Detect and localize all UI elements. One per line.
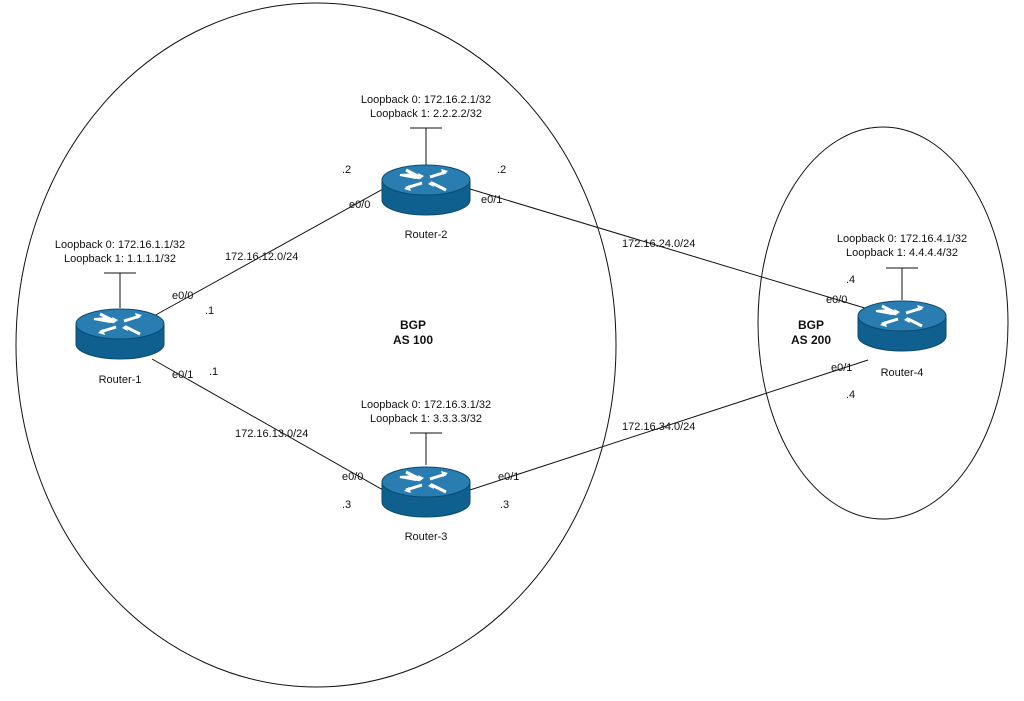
- router-2-loopback1: Loopback 1: 2.2.2.2/32: [370, 108, 482, 120]
- as-200-boundary: [757, 126, 1009, 520]
- router-2-e0-0-iface: e0/0: [349, 199, 371, 211]
- router-2-e0-1-host: .2: [497, 164, 507, 176]
- as-100-number: AS 100: [392, 333, 434, 347]
- router-1-loopbacks: Loopback 0: 172.16.1.1/32 Loopback 1: 1.…: [55, 238, 185, 266]
- router-3-e0-0-iface: e0/0: [342, 471, 364, 483]
- link-r2-r4: [469, 188, 869, 310]
- router-2-name: Router-2: [404, 229, 448, 241]
- router-4-name: Router-4: [880, 367, 924, 379]
- router-4-loopback0: Loopback 0: 172.16.4.1/32: [836, 233, 968, 245]
- router-4-e0-0-iface: e0/0: [826, 294, 848, 306]
- subnet-r2-r4: 172.16.24.0/24: [622, 238, 696, 250]
- router-3-loopbacks: Loopback 0: 172.16.3.1/32 Loopback 1: 3.…: [361, 398, 491, 426]
- subnet-r1-r2: 172.16.12.0/24: [225, 251, 299, 263]
- router-4-e0-1-iface: e0/1: [831, 362, 853, 374]
- router-2-e0-0-host: .2: [342, 164, 352, 176]
- router-4-e0-0-host: .4: [846, 274, 856, 286]
- router-4-e0-1-host: .4: [846, 389, 856, 401]
- router-4-icon[interactable]: [856, 299, 948, 353]
- router-3-loopback0: Loopback 0: 172.16.3.1/32: [360, 399, 492, 411]
- router-4-loopbacks: Loopback 0: 172.16.4.1/32 Loopback 1: 4.…: [837, 232, 967, 260]
- router-3-loopback1: Loopback 1: 3.3.3.3/32: [370, 413, 482, 425]
- subnet-r1-r3: 172.16.13.0/24: [235, 428, 309, 440]
- subnet-r3-r4: 172.16.34.0/24: [622, 421, 696, 433]
- router-1-name: Router-1: [98, 374, 142, 386]
- router-2-icon[interactable]: [380, 163, 472, 217]
- link-r1-r2: [151, 188, 384, 318]
- as-100-protocol: BGP: [399, 318, 426, 332]
- router-3-e0-1-iface: e0/1: [498, 471, 520, 483]
- router-1-e0-1-host: .1: [209, 366, 219, 378]
- router-1-e0-0-host: .1: [205, 305, 215, 317]
- router-3-name: Router-3: [404, 531, 448, 543]
- loopback-stem-r3: [410, 432, 442, 465]
- as-100-boundary: [15, 2, 617, 688]
- loopback-stem-r1: [104, 272, 136, 308]
- loopback-stem-r4: [886, 267, 918, 300]
- router-3-e0-1-host: .3: [500, 499, 510, 511]
- as-200-number: AS 200: [790, 333, 832, 347]
- as-200-protocol: BGP: [797, 318, 824, 332]
- router-2-e0-1-iface: e0/1: [481, 194, 503, 206]
- router-3-e0-0-host: .3: [342, 499, 352, 511]
- router-1-e0-1-iface: e0/1: [172, 369, 194, 381]
- router-1-icon[interactable]: [74, 307, 166, 361]
- router-1-loopback1: Loopback 1: 1.1.1.1/32: [64, 253, 176, 265]
- router-1-loopback0: Loopback 0: 172.16.1.1/32: [54, 239, 186, 251]
- router-4-loopback1: Loopback 1: 4.4.4.4/32: [846, 247, 958, 259]
- router-2-loopback0: Loopback 0: 172.16.2.1/32: [360, 94, 492, 106]
- link-r1-r3: [151, 358, 384, 491]
- router-1-e0-0-iface: e0/0: [172, 290, 194, 302]
- as-100-label: BGP AS 100: [393, 318, 433, 348]
- as-200-label: BGP AS 200: [791, 318, 831, 348]
- router-3-icon[interactable]: [380, 465, 472, 519]
- link-r3-r4: [469, 359, 869, 491]
- loopback-stem-r2: [410, 127, 442, 165]
- router-2-loopbacks: Loopback 0: 172.16.2.1/32 Loopback 1: 2.…: [361, 93, 491, 121]
